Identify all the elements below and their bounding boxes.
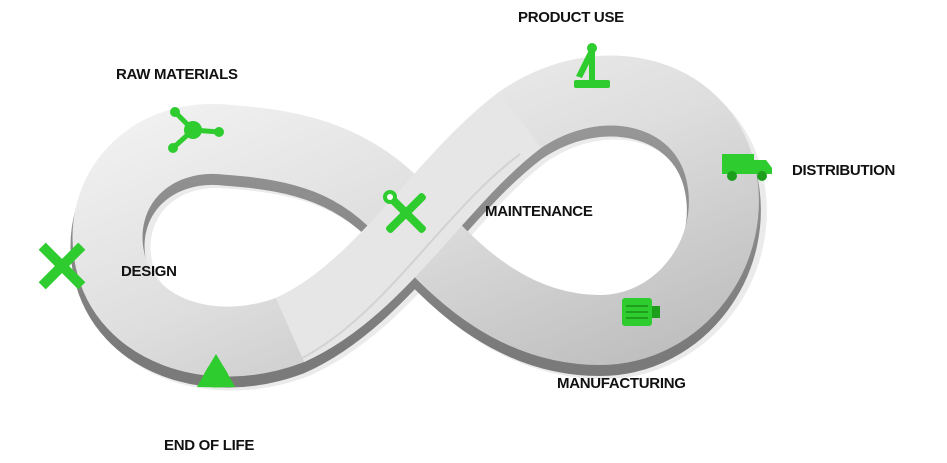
- microscope-icon: [574, 43, 610, 88]
- truck-icon: [722, 154, 772, 181]
- molecule-icon: [168, 107, 224, 153]
- loop-crossing-edge: [289, 153, 521, 365]
- label-design: DESIGN: [121, 263, 177, 280]
- label-end-of-life: END OF LIFE: [164, 437, 255, 454]
- recycle-icon: [196, 354, 236, 388]
- label-distribution: DISTRIBUTION: [792, 162, 896, 179]
- label-manufacturing: MANUFACTURING: [557, 375, 686, 392]
- label-product-use: PRODUCT USE: [518, 9, 624, 26]
- loop-crossing: [274, 92, 542, 362]
- ruler-pencil-icon: [38, 242, 86, 290]
- loop-band: [72, 55, 759, 377]
- label-raw-materials: RAW MATERIALS: [116, 66, 238, 83]
- wrench-screwdriver-icon: [383, 190, 426, 233]
- motor-icon: [622, 298, 660, 326]
- label-maintenance: MAINTENANCE: [485, 203, 593, 220]
